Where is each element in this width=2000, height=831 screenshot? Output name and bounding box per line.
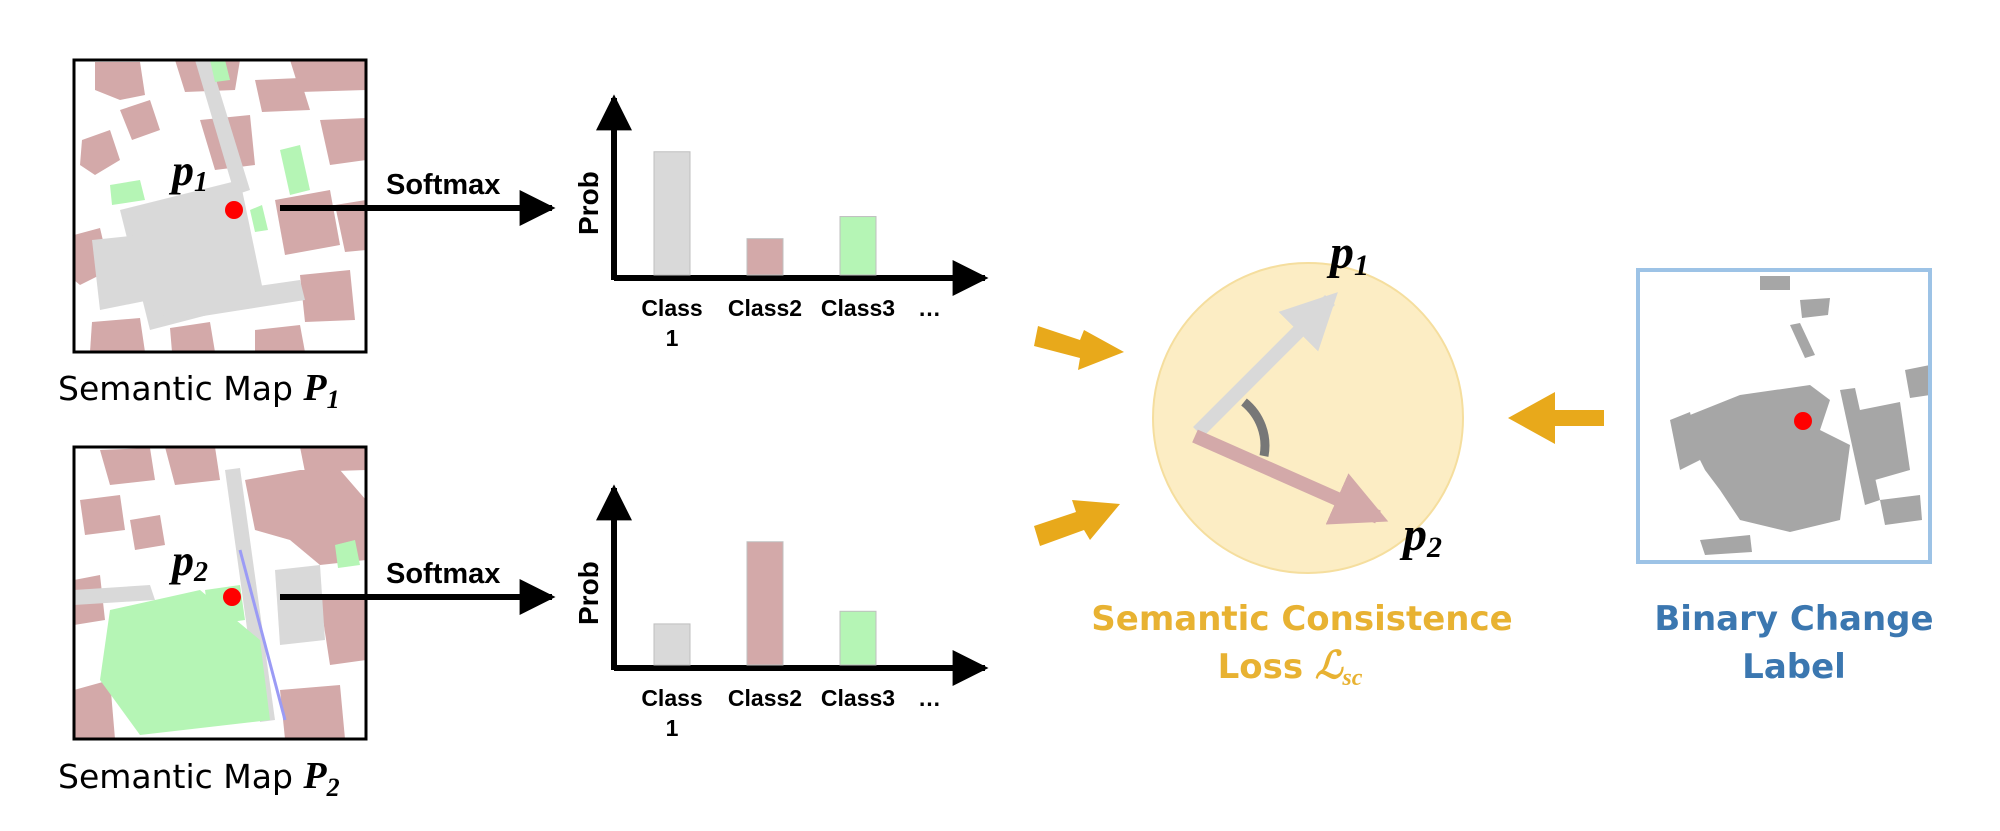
orange-arrow-2 <box>1034 500 1120 546</box>
semantic-map-2-subscript: 2 <box>326 773 340 802</box>
svg-text:Loss ℒsc: Loss ℒsc <box>1218 645 1363 691</box>
semantic-map-1-symbol: P <box>302 367 327 409</box>
x-tick-ellipsis: … <box>918 295 941 321</box>
svg-text:p1: p1 <box>1326 226 1369 282</box>
semantic-consistency-module: p1 p2 <box>1152 226 1464 574</box>
point-label-2-subscript: 2 <box>193 557 208 588</box>
semantic-map-2: p2 <box>72 445 368 741</box>
semantic-map-1-subscript: 1 <box>327 385 340 414</box>
semantic-map-1: p1 <box>72 58 368 354</box>
point-label-2: p <box>168 536 194 585</box>
orange-arrow-3 <box>1508 392 1604 444</box>
bar-2 <box>746 541 784 666</box>
binary-label-title-line1: Binary Change <box>1654 599 1933 639</box>
svg-text:p1: p1 <box>168 146 208 198</box>
svg-text:Semantic Map P2: Semantic Map P2 <box>58 755 340 802</box>
y-axis-label-2: Prob <box>573 561 604 625</box>
bar-2 <box>746 238 784 276</box>
softmax-label-2: Softmax <box>386 558 500 590</box>
semantic-map-2-symbol: P <box>302 755 327 797</box>
semantic-map-1-image <box>74 60 366 352</box>
binary-label-title-line2: Label <box>1742 647 1846 687</box>
bar-1 <box>653 623 691 666</box>
softmax-arrow-2: Softmax <box>280 558 556 615</box>
point-label-1-subscript: 1 <box>194 167 208 198</box>
vector-p2-label: p <box>1399 508 1427 561</box>
svg-text:p2: p2 <box>1399 508 1442 564</box>
softmax-label-1: Softmax <box>386 169 500 201</box>
consistency-title-line1: Semantic Consistence <box>1091 599 1512 639</box>
loss-subscript: sc <box>1341 665 1362 691</box>
softmax-arrow-1: Softmax <box>280 169 556 226</box>
vector-p1-arrow <box>1193 292 1338 437</box>
vector-p2-subscript: 2 <box>1426 531 1442 564</box>
angle-arc <box>1241 398 1270 457</box>
x-tick-ellipsis: … <box>918 685 941 711</box>
bar-1 <box>653 151 691 276</box>
loss-symbol: ℒ <box>1315 645 1344 687</box>
binary-change-label-map <box>1636 268 1932 564</box>
x-tick-label-2: Class2 <box>728 685 802 711</box>
y-axis-label-1: Prob <box>573 171 604 235</box>
bar-3 <box>839 610 877 666</box>
point-marker-change <box>1794 412 1812 430</box>
orange-arrow-1 <box>1034 326 1124 370</box>
semantic-map-2-image <box>74 447 366 739</box>
svg-text:p2: p2 <box>168 536 208 588</box>
x-tick-label-3: Class3 <box>821 295 895 321</box>
vector-p1-subscript: 1 <box>1354 249 1369 282</box>
vector-p1-label: p <box>1326 226 1354 279</box>
point-marker-1 <box>225 201 243 219</box>
bar-3 <box>839 216 877 276</box>
vector-p2-arrow <box>1192 429 1389 525</box>
x-tick-label-2: Class2 <box>728 295 802 321</box>
semantic-map-1-caption: Semantic Map <box>58 369 293 408</box>
semantic-map-2-caption: Semantic Map <box>58 757 293 796</box>
x-tick-label-3: Class3 <box>821 685 895 711</box>
consistency-title-line2: Loss <box>1218 647 1304 687</box>
point-marker-2 <box>223 588 241 606</box>
point-label-1: p <box>168 146 194 195</box>
svg-text:Semantic Map P1: Semantic Map P1 <box>58 367 340 414</box>
